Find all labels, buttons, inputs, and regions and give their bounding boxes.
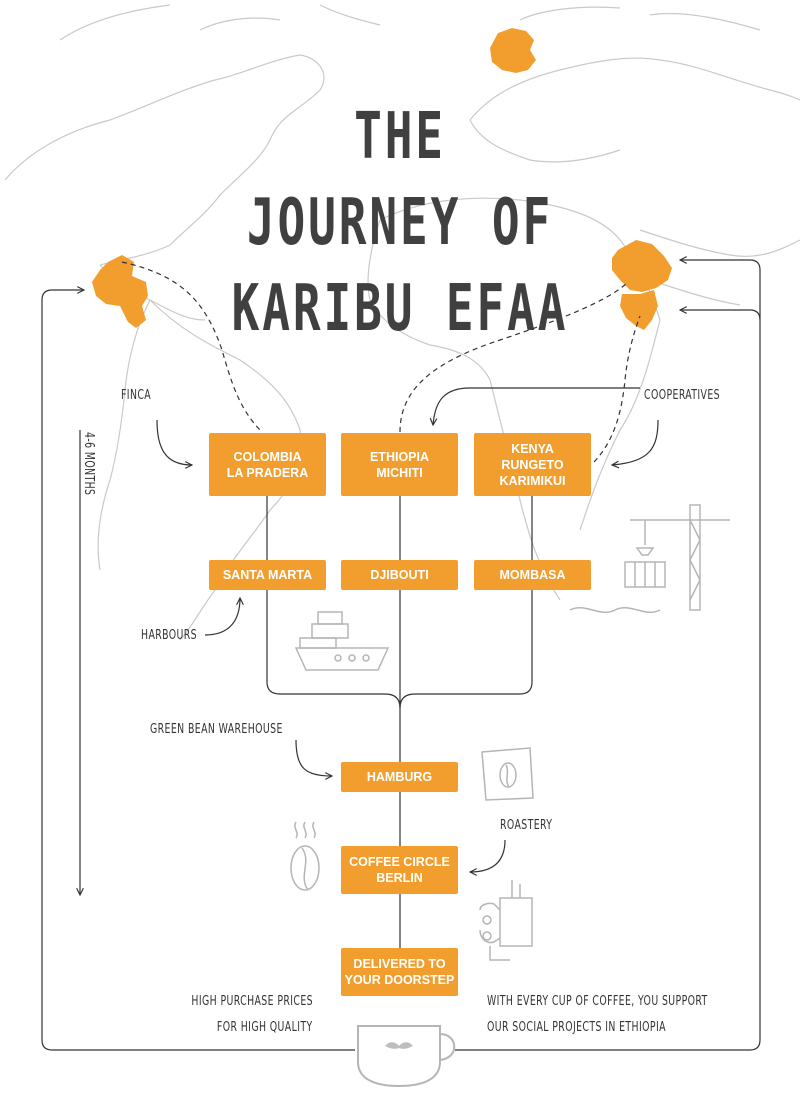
- note-left-line1: HIGH PURCHASE PRICES: [191, 994, 313, 1009]
- germany-shape: [490, 28, 536, 73]
- pointer-arrows: [80, 387, 659, 895]
- coffee-bean-icon: [290, 821, 320, 891]
- origin-kenya-line2: RUNGETO: [501, 457, 564, 472]
- delivery-line1: DELIVERED TO: [353, 957, 446, 971]
- title-line-3: KARIBU EFAA: [231, 272, 569, 346]
- crane-icon: [569, 504, 730, 613]
- origin-dashed-paths: [121, 261, 641, 463]
- label-green-bean-warehouse: GREEN BEAN WAREHOUSE: [150, 722, 283, 737]
- note-right-line2: OUR SOCIAL PROJECTS IN ETHIOPIA: [487, 1020, 666, 1035]
- flow-connectors: [41, 260, 761, 1051]
- label-harbours: HARBOURS: [141, 628, 198, 643]
- roastery-box-berlin: COFFEE CIRCLE BERLIN: [341, 846, 458, 894]
- roastery-line2: BERLIN: [376, 871, 423, 885]
- kenya-shape: [620, 290, 658, 330]
- origin-ethiopia-line1: ETHIOPIA: [369, 449, 430, 464]
- origin-kenya-line1: KENYA: [511, 441, 554, 456]
- harbour-box-santa-marta: SANTA MARTA: [209, 560, 326, 590]
- origin-colombia-line1: COLOMBIA: [233, 449, 302, 464]
- title-line-1: THE: [354, 100, 446, 174]
- delivery-line2: YOUR DOORSTEP: [344, 973, 455, 987]
- coffee-sack-icon: [481, 747, 534, 801]
- origin-colombia-line2: LA PRADERA: [226, 465, 309, 480]
- harbour-box-djibouti: DJIBOUTI: [341, 560, 458, 590]
- note-right-line1: WITH EVERY CUP OF COFFEE, YOU SUPPORT: [487, 994, 708, 1009]
- harbour-box-mombasa: MOMBASA: [474, 560, 591, 590]
- delivery-box: DELIVERED TO YOUR DOORSTEP: [341, 948, 458, 996]
- ethiopia-shape: [612, 240, 672, 292]
- mustache-icon: [385, 1042, 413, 1049]
- origin-ethiopia-line2: MICHITI: [376, 465, 423, 480]
- roaster-icon: [479, 880, 533, 961]
- note-left-line2: FOR HIGH QUALITY: [217, 1020, 313, 1035]
- ship-icon: [294, 611, 390, 671]
- warehouse-box-hamburg: HAMBURG: [341, 762, 458, 792]
- roastery-line1: COFFEE CIRCLE: [349, 855, 450, 869]
- coffee-cup-icon: [357, 1025, 456, 1088]
- label-roastery: ROASTERY: [500, 818, 553, 833]
- colombia-shape: [92, 255, 148, 328]
- label-duration: 4-6 MONTHS: [81, 432, 96, 496]
- label-cooperatives: COOPERATIVES: [643, 388, 720, 403]
- label-finca: FINCA: [121, 388, 152, 403]
- origin-kenya-line3: KARIMIKUI: [499, 473, 566, 488]
- title-line-2: JOURNEY OF: [246, 186, 554, 260]
